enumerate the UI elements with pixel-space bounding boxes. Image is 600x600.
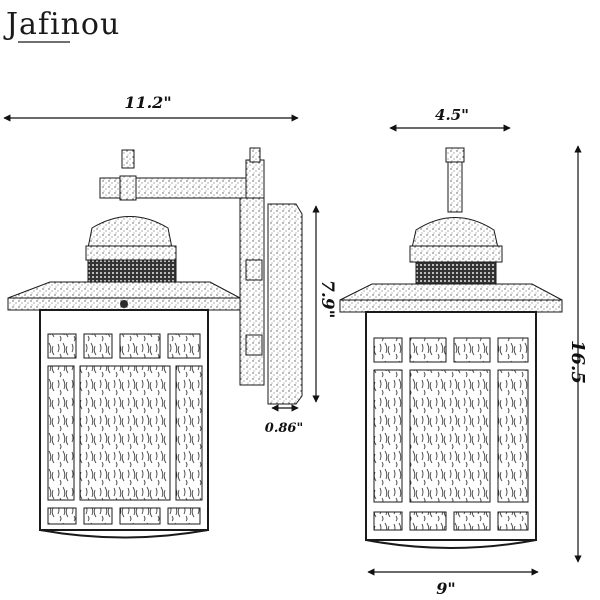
front-view-lantern [339, 147, 563, 549]
wall-backplate [267, 203, 303, 405]
solar-panel-side [87, 259, 177, 283]
vertical-hanger [239, 197, 265, 386]
cap-band [85, 245, 177, 261]
dimension-lines: 11.2" 4.5" 7.9" 0.86" 16.5 9" [3, 93, 588, 598]
brand-name: Jafinou [3, 7, 120, 42]
front-stem [447, 161, 463, 213]
overall-width-label: 11.2" [124, 93, 171, 112]
light-sensor [120, 300, 128, 308]
front-bottom-window-row [373, 511, 529, 531]
front-roof-rim [339, 299, 563, 313]
front-base-arc [365, 539, 537, 549]
arm-joint-right [245, 159, 265, 201]
arm-joint-left [119, 175, 137, 201]
side-view-lantern [7, 147, 303, 539]
top-width-label: 4.5" [435, 106, 469, 124]
front-glass-panels [373, 369, 529, 503]
base-width-label: 9" [436, 579, 455, 598]
front-cap [411, 217, 499, 249]
lantern-cap [87, 216, 173, 249]
right-finial [249, 147, 261, 163]
front-top-window-row [373, 337, 529, 363]
backplate-depth-label: 0.86" [265, 421, 303, 436]
bottom-window-row [47, 507, 201, 525]
main-glass-panels [47, 365, 203, 501]
hanger-knuckle [245, 259, 263, 281]
lantern-roof [7, 281, 241, 299]
front-cap-band [409, 245, 503, 263]
lantern-base-arc [39, 529, 209, 539]
left-finial [121, 149, 135, 169]
total-height-label: 16.5 [567, 340, 588, 384]
top-window-row [47, 333, 201, 359]
brand-logo: Jafinou [3, 7, 120, 43]
backplate-height-label: 7.9" [317, 280, 337, 318]
solar-panel-front [415, 261, 497, 285]
hanger-knuckle-lower [245, 334, 263, 356]
front-roof [339, 283, 563, 301]
front-finial [445, 147, 465, 163]
